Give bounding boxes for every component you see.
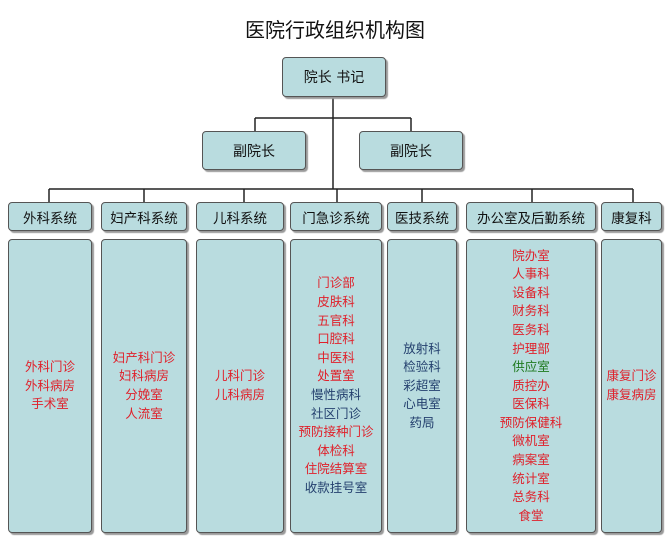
department-header-6: 办公室及后勤系统	[466, 202, 596, 231]
department-item: 院办室	[512, 247, 550, 263]
department-header-2: 妇产科系统	[101, 202, 187, 231]
department-header-7: 康复科	[601, 202, 662, 231]
department-header-label: 儿科系统	[213, 210, 267, 227]
department-header-label: 外科系统	[23, 210, 77, 227]
department-item: 儿科病房	[214, 387, 265, 402]
department-header-5: 医技系统	[387, 202, 457, 231]
department-item: 分娩室	[125, 387, 163, 402]
department-item: 外科门诊	[24, 359, 75, 375]
vice-president-label-1: 副院长	[233, 143, 275, 160]
root-label: 院长 书记	[303, 70, 365, 86]
department-item: 药局	[409, 414, 435, 430]
department-item: 病案室	[512, 452, 550, 468]
department-item: 门诊部	[317, 275, 355, 291]
department-panel-3: 儿科门诊儿科病房	[196, 239, 284, 533]
department-item: 手术室	[31, 396, 69, 412]
vice-president-label-2: 副院长	[390, 143, 432, 160]
department-item: 检验科	[403, 359, 441, 375]
department-item: 口腔科	[317, 331, 355, 347]
department-item: 处置室	[317, 368, 355, 384]
department-item: 住院结算室	[304, 461, 368, 477]
department-item: 人事科	[512, 266, 550, 282]
department-item: 微机室	[512, 433, 550, 449]
department-item: 皮肤科	[317, 294, 355, 310]
department-item: 统计室	[512, 470, 550, 486]
department-item: 总务科	[512, 489, 550, 505]
department-item: 中医科	[317, 349, 355, 365]
department-header-3: 儿科系统	[196, 202, 284, 231]
department-item: 心电室	[403, 396, 441, 412]
department-item: 体检科	[317, 442, 355, 458]
department-item: 人流室	[125, 405, 163, 421]
department-panel-7: 康复门诊康复病房	[601, 239, 662, 533]
department-item: 五官科	[317, 312, 355, 328]
department-panel-4: 门诊部皮肤科五官科口腔科中医科处置室慢性病科社区门诊预防接种门诊体检科住院结算室…	[290, 239, 382, 533]
department-header-label: 医技系统	[395, 210, 449, 227]
department-item: 放射科	[403, 340, 441, 356]
vice-president-box-2: 副院长	[359, 131, 463, 170]
root-box: 院长 书记	[282, 57, 386, 97]
vice-president-box-1: 副院长	[202, 131, 306, 170]
department-item: 设备科	[512, 284, 550, 300]
department-panel-2: 妇产科门诊妇科病房分娩室人流室	[101, 239, 187, 533]
department-item: 预防接种门诊	[298, 424, 374, 440]
department-item: 食堂	[518, 507, 544, 523]
department-header-label: 门急诊系统	[302, 210, 370, 227]
department-item: 供应室	[512, 359, 550, 375]
department-header-4: 门急诊系统	[290, 202, 382, 231]
department-item: 医务科	[512, 321, 550, 337]
department-item: 医保科	[512, 396, 550, 412]
department-item: 康复病房	[606, 387, 657, 402]
department-header-label: 康复科	[611, 210, 652, 227]
department-item: 慢性病科	[310, 387, 361, 402]
department-item: 质控办	[512, 377, 550, 393]
department-item: 社区门诊	[310, 405, 361, 421]
department-panel-5: 放射科检验科彩超室心电室药局	[387, 239, 457, 533]
department-item: 儿科门诊	[214, 368, 265, 384]
chart-title: 医院行政组织机构图	[245, 18, 425, 42]
department-item: 财务科	[512, 303, 550, 319]
department-item: 外科病房	[24, 377, 75, 393]
department-item: 护理部	[512, 340, 550, 356]
department-header-label: 办公室及后勤系统	[477, 210, 585, 227]
department-panel-1: 外科门诊外科病房手术室	[8, 239, 92, 533]
department-item: 预防保健科	[499, 414, 563, 430]
department-header-label: 妇产科系统	[110, 210, 178, 227]
department-item: 康复门诊	[606, 368, 657, 384]
department-header-1: 外科系统	[8, 202, 92, 231]
department-item: 妇科病房	[118, 368, 169, 384]
department-panel-6: 院办室人事科设备科财务科医务科护理部供应室质控办医保科预防保健科微机室病案室统计…	[466, 239, 596, 533]
department-item: 妇产科门诊	[112, 349, 176, 365]
department-item: 彩超室	[403, 377, 441, 393]
department-item: 收款挂号室	[304, 479, 368, 495]
